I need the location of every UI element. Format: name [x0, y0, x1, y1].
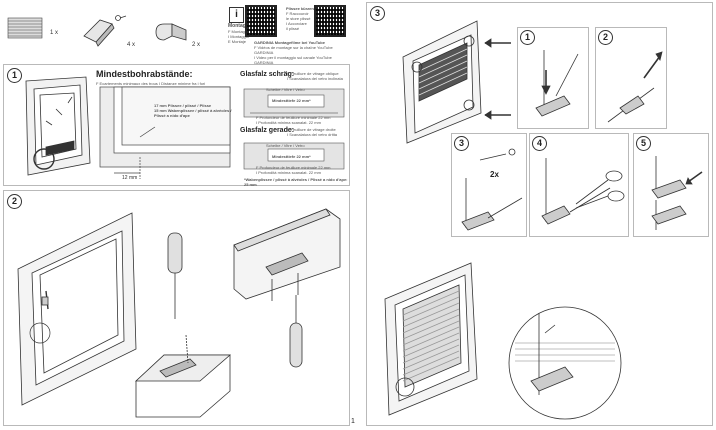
info-line: I Montaggio — [228, 34, 249, 39]
clip-insert-icon — [535, 50, 579, 117]
label-prof: I Profondità minima scanalat. 22 mm — [256, 170, 321, 175]
step-2-window-illustration — [17, 212, 137, 406]
cord-fix-icon — [651, 156, 703, 230]
screw-icon — [479, 148, 516, 161]
glass-straight-title: Glasfalz gerade: — [240, 127, 295, 134]
label-prof: F Profondeur de feuillure minimale 22 mm — [256, 115, 331, 120]
step-1-subtitle: F Ecartements minimaux des trous I Dista… — [96, 81, 206, 86]
sub-step-2-panel: 2 — [595, 27, 667, 129]
glass-oblique-title: Glasfalz schräg: — [240, 71, 295, 78]
cord-pull-icon — [607, 51, 663, 123]
note-b: 15 mm Wabenplissee / plissé à alvéoles /… — [154, 108, 232, 118]
finished-window-illustration — [384, 262, 478, 416]
step-3-number: 3 — [370, 6, 385, 21]
video-line: I Accorciare — [286, 21, 307, 26]
glass-oblique-sub: F Feuillure de vitrage oblique — [287, 71, 339, 76]
step-2-screwdriver-detail — [134, 232, 232, 418]
sub-step-4-panel: 4 — [529, 133, 629, 237]
info-icon: i — [229, 7, 244, 23]
label-prof: F Profondeur de feuillure minimale 22 mm — [256, 165, 331, 170]
step-1-window-illustration — [25, 76, 91, 176]
blind-qty: 1 x — [50, 30, 59, 36]
sub-step-3-number: 3 — [454, 136, 469, 151]
label-scheibe: Scheibe / Vitre / Vetro — [266, 143, 305, 148]
footnote: *Wabenplissee / plissé à alvéoles / Plis… — [244, 177, 348, 187]
label-min-depth: Mindesttiefe 22 mm* — [272, 98, 311, 103]
video-header: GARDINIA Montagefilme bei YouTube — [254, 40, 325, 45]
label-prof: I Profondità minima scanalat. 22 mm — [256, 120, 321, 125]
sub-step-2-number: 2 — [598, 30, 613, 45]
step-2-number: 2 — [7, 194, 22, 209]
step-2-bracket-detail — [233, 208, 341, 368]
cord-clip-icon — [461, 178, 523, 231]
parts-strip: 1 x 4 x 2 x i Montage F Montage I Montag… — [0, 0, 352, 65]
cleat-part — [155, 23, 187, 41]
qr-code-montage[interactable] — [245, 5, 277, 37]
zoom-detail-circle — [508, 306, 622, 420]
step-3-panel: 3 1 2 — [366, 2, 713, 426]
glass-straight-sub: F Feuillure de vitrage droite — [287, 127, 336, 132]
page-number: 1 — [351, 418, 355, 425]
sub-step-5-panel: 5 — [633, 133, 709, 237]
label-min-depth: Mindesttiefe 22 mm* — [272, 154, 311, 159]
sub-step-1-number: 1 — [520, 30, 535, 45]
label-scheibe: Scheibe / Vitre / Vetro — [266, 87, 305, 92]
info-line: F Montage — [228, 29, 248, 34]
step-3-window-illustration — [402, 20, 511, 144]
info-line: E Montaje — [228, 39, 247, 44]
glass-oblique-sub: I Scanalatura del vetro inclinata — [287, 76, 343, 81]
video-line: F Vidéos de montage sur la chaîne YouTub… — [254, 45, 333, 55]
pleated-blind-part — [7, 17, 43, 39]
screw-qty: 2x — [490, 170, 499, 179]
note-a: 17 mm Plissee / plissé / Plisse — [154, 103, 212, 108]
video-line: il plissé — [286, 26, 300, 31]
sub-step-3-panel: 3 2x — [451, 133, 527, 237]
sub-step-4-number: 4 — [532, 136, 547, 151]
dim-label: 12 mm — [122, 175, 138, 181]
step-1-panel: 1 Mindestbohrabstände: F Ecartements min… — [3, 64, 350, 187]
step-1-title: Mindestbohrabstände: — [96, 69, 193, 79]
video-line: I Video per il montaggio sul canale YouT… — [254, 55, 332, 65]
video-line: le store plissé — [286, 16, 311, 21]
video-line: F Raccourcir — [286, 11, 309, 16]
step-2-panel: 2 — [3, 190, 350, 426]
step-1-number: 1 — [7, 68, 22, 83]
step-1-corner-detail — [99, 86, 231, 179]
cleat-qty: 2 x — [192, 42, 201, 48]
sub-step-5-number: 5 — [636, 136, 651, 151]
video-title-right: Plissee kürzen — [286, 6, 314, 11]
clip-qty: 4 x — [127, 42, 136, 48]
scissors-icon — [541, 158, 625, 225]
glass-oblique-diagram — [243, 88, 345, 118]
qr-code-shorten[interactable] — [314, 5, 346, 37]
info-title: Montage — [228, 23, 249, 29]
glass-straight-sub: I Scanalatura del vetro dritta — [287, 132, 338, 137]
clip-part — [83, 15, 127, 47]
sub-step-1-panel: 1 — [517, 27, 589, 129]
glass-straight-diagram — [243, 142, 345, 170]
